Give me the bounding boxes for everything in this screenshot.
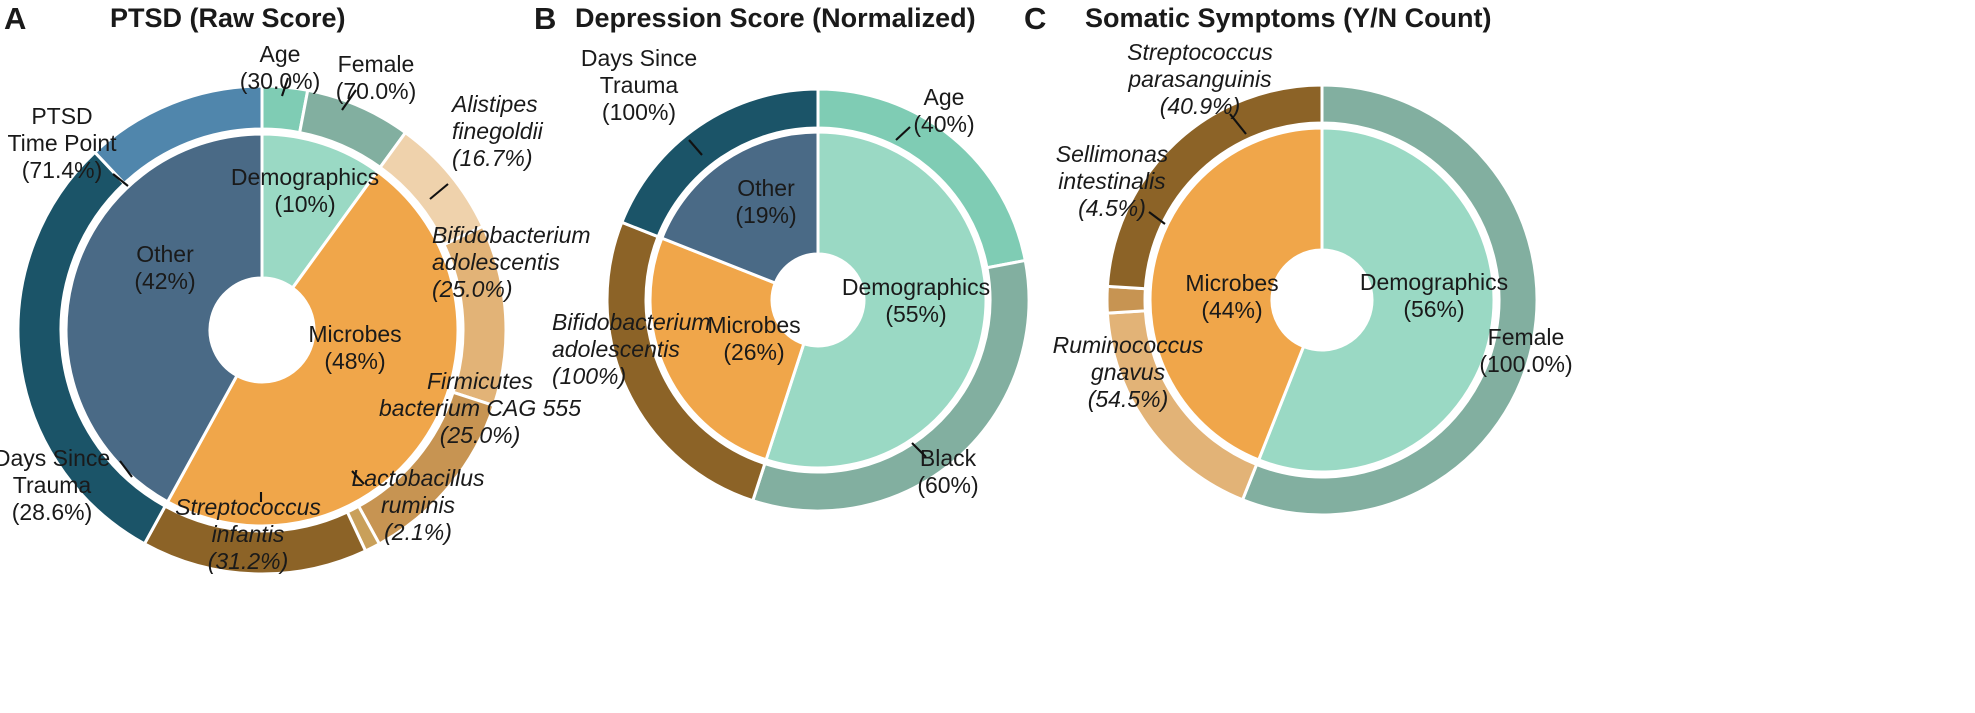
panel-b-donut-chart: Other(19%) Microbes(26%) Demographics(55%)…	[552, 45, 1031, 513]
outer-slice	[1105, 284, 1147, 315]
leader-line	[112, 173, 129, 187]
panel-c-title: Somatic Symptoms (Y/N Count)	[1085, 3, 1492, 33]
panel-b-title: Depression Score (Normalized)	[575, 3, 976, 33]
label-other-inner: Other(19%)	[735, 175, 796, 228]
leader-line	[341, 89, 357, 111]
label-age: Age(40%)	[913, 84, 974, 137]
label-demographics-inner: Demographics(10%)	[231, 164, 379, 217]
leader-line	[351, 470, 365, 485]
outer-slice	[92, 84, 264, 186]
leader-line	[911, 442, 927, 458]
label-microbes-inner: Microbes(44%)	[1185, 270, 1278, 323]
label-age: Age(30.0%)	[240, 41, 321, 94]
label-other-inner: Other(42%)	[134, 241, 195, 294]
inner-slice	[764, 130, 988, 470]
inner-slice	[1256, 126, 1496, 474]
leader-line	[895, 126, 911, 141]
label-demographics-inner: Demographics(55%)	[842, 274, 990, 327]
panel-b: B Depression Score (Normalized) Other(19…	[530, 0, 1031, 713]
label-microbes-inner: Microbes(26%)	[707, 312, 800, 365]
panel-a: A PTSD (Raw Score) Demographics(10%) Micr…	[0, 0, 591, 713]
label-female: Female(70.0%)	[336, 51, 417, 104]
inner-slice	[64, 132, 264, 504]
panel-a-donut-chart: Demographics(10%) Microbes(48%) Other(42%)…	[0, 41, 591, 576]
inner-slice	[1148, 126, 1324, 462]
label-black: Black(60%)	[917, 445, 978, 498]
outer-slice	[1240, 83, 1539, 517]
label-demographics-inner: Demographics(56%)	[1360, 269, 1508, 322]
label-microbes-inner: Microbes(48%)	[308, 321, 401, 374]
panel-c-letter: C	[1024, 1, 1047, 36]
leader-line	[281, 77, 289, 97]
label-female: Female(100.0%)	[1479, 324, 1572, 377]
leader-line	[1148, 211, 1166, 225]
leader-line	[688, 139, 703, 156]
panel-b-letter: B	[534, 1, 557, 36]
outer-slice	[619, 87, 820, 239]
inner-slice	[260, 132, 380, 291]
inner-slice	[165, 169, 460, 528]
inner-slice	[648, 236, 806, 462]
leader-line	[429, 183, 449, 200]
panel-a-letter: A	[4, 1, 27, 36]
panel-c: C Somatic Symptoms (Y/N Count) Microbes(…	[1010, 0, 1975, 713]
inner-slice	[659, 130, 820, 286]
leader-line	[119, 460, 133, 478]
outer-slice	[1105, 83, 1324, 291]
panel-a-title: PTSD (Raw Score)	[110, 3, 346, 33]
panel-c-donut-chart: Microbes(44%) Demographics(56%) Streptococ…	[1053, 39, 1573, 517]
leader-line	[1229, 113, 1247, 135]
